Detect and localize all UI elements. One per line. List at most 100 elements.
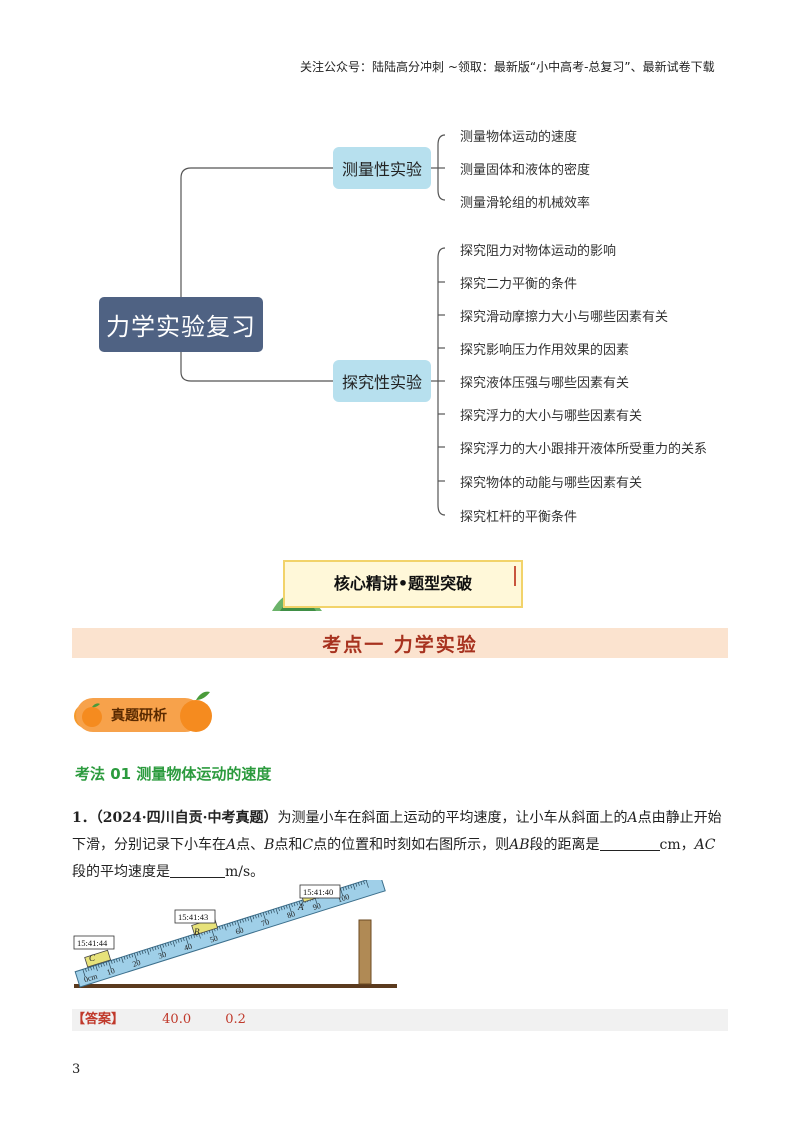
cart-label-b: B (194, 927, 200, 937)
ruler-tick (154, 946, 157, 951)
ruler-tick (350, 884, 353, 889)
ruler-label: 0cm (83, 971, 100, 984)
ruler-tick (291, 903, 293, 908)
ruler-tick (123, 956, 126, 960)
ruler-tick (121, 957, 124, 963)
ruler-tick (239, 919, 242, 924)
time-box-a (299, 884, 341, 899)
orange-left-icon (82, 703, 102, 727)
ruler-tick (226, 923, 229, 928)
mindmap-leaf: 探究液体压强与哪些因素有关 (460, 376, 630, 391)
time-c: 15:41:44 (77, 938, 108, 948)
ruler-tick (224, 924, 227, 931)
question-text: 点、 (236, 837, 265, 853)
ruler-tick (115, 958, 118, 963)
question-text: 为测量小车在斜面上运动的平均速度，让小车从斜面上的 (277, 810, 628, 826)
ruler-tick (177, 939, 180, 943)
ruler-tick (146, 948, 150, 955)
ruler-tick (285, 905, 288, 909)
ruler-tick (296, 901, 298, 906)
question-text: 点的位置和时刻如右图所示，则 (313, 837, 510, 853)
orange-right-icon (180, 691, 212, 732)
ruler-label: 10 (106, 966, 116, 977)
mindmap-branch-measure: 测量性实验 (333, 147, 431, 189)
ruler-tick (95, 965, 98, 972)
mindmap-connectors (180, 134, 446, 516)
ruler-tick (172, 940, 176, 947)
question-text: 点和 (274, 837, 303, 853)
ruler-tick (244, 918, 247, 922)
mindmap-leaf: 探究浮力的大小与哪些因素有关 (460, 409, 643, 424)
ruler-tick (280, 906, 283, 911)
ruler-tick (347, 885, 350, 890)
ruler-tick (110, 960, 113, 964)
banner-corner-icon (514, 566, 516, 586)
ruler-tick (152, 947, 154, 951)
mindmap-leaf: 探究滑动摩擦力大小与哪些因素有关 (460, 310, 669, 325)
ruler-tick (92, 965, 95, 970)
ruler-tick (218, 926, 221, 930)
question-var: C (302, 837, 314, 853)
banner-title: 核心精讲•题型突破 (333, 574, 473, 593)
mindmap-leaf: 探究二力平衡的条件 (460, 277, 578, 292)
ruler-tick (159, 944, 163, 953)
ruler-label: 90 (312, 901, 322, 912)
answer-blank-2[interactable] (170, 861, 225, 878)
ruler-tick (360, 881, 363, 886)
ruler-tick (257, 914, 260, 918)
cart-label-c: C (89, 953, 96, 963)
ruler-tick (275, 908, 279, 915)
page-number: 3 (72, 1062, 81, 1077)
section-title: 考点一 力学实验 (322, 633, 478, 656)
ruler-tick (345, 886, 347, 890)
ruler-tick (133, 952, 138, 961)
ruler-tick (342, 887, 345, 891)
question-var: A (627, 810, 638, 826)
ruler-label: 70 (260, 917, 270, 928)
answer-label: 【答案】 (72, 1012, 125, 1027)
time-box-b (174, 909, 216, 924)
ruler-tick (229, 922, 231, 927)
time-box-c (73, 935, 115, 950)
question-number: 1． (72, 810, 96, 826)
question-unit: m/s。 (225, 864, 265, 880)
question-text: 段的平均速度是 (72, 864, 170, 880)
ruler-tick (87, 967, 90, 972)
ruler-tick (190, 935, 193, 939)
ruler-tick (149, 948, 152, 952)
time-b: 15:41:43 (178, 912, 208, 922)
mindmap-leaf: 探究杠杆的平衡条件 (460, 510, 578, 525)
ruler-tick (180, 938, 183, 942)
mindmap-leaf: 探究浮力的大小跟排开液体所受重力的关系 (460, 442, 708, 457)
ruler-tick (108, 961, 112, 969)
ruler-tick (97, 964, 100, 968)
ground-line (74, 984, 397, 988)
ruler-tick (242, 918, 244, 923)
ruler-tick (144, 949, 147, 954)
incline-figure: 0cm 10 20 30 40 50 60 70 80 90 100 C B A… (73, 880, 397, 988)
question-var: AC (694, 837, 716, 853)
ruler-tick (118, 957, 121, 962)
ruler-tick (157, 945, 159, 950)
ruler-tick (365, 880, 369, 888)
mindmap-leaf: 测量物体运动的速度 (460, 130, 578, 145)
ruler-tick (355, 883, 358, 887)
question-unit: cm， (659, 837, 695, 853)
section-banner: 核心精讲•题型突破 (283, 560, 523, 608)
ruler-tick (182, 937, 185, 942)
ruler-tick (278, 907, 280, 912)
ruler-tick (136, 952, 139, 956)
mindmap-branch-explore: 探究性实验 (333, 360, 431, 402)
ruler-tick (252, 915, 255, 920)
ruler-tick (352, 883, 356, 890)
ruler-tick (164, 943, 167, 947)
mindmap-leaf: 探究阻力对物体运动的影响 (460, 244, 617, 259)
question-var: B (264, 837, 275, 853)
ruler-tick (247, 917, 250, 921)
mindmap-leaf: 探究物体的动能与哪些因素有关 (460, 476, 643, 491)
ruler-tick (301, 900, 304, 907)
answer-blank-1[interactable] (599, 834, 660, 851)
ruler-tick (234, 921, 237, 925)
ruler-tick (288, 904, 292, 913)
ruler-tick (170, 941, 172, 946)
